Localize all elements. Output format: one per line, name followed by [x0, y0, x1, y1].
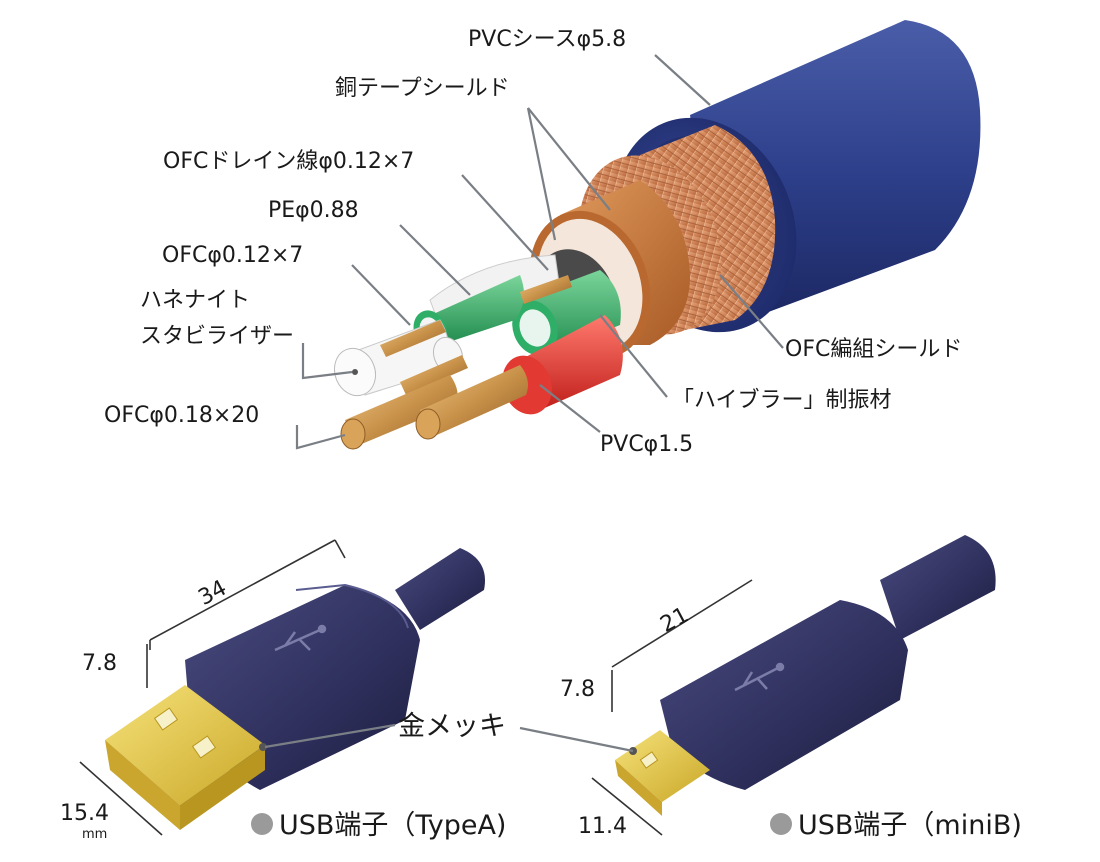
type-a-length: 34	[194, 576, 230, 611]
usb-mini-b-connector	[615, 535, 996, 816]
mini-b-length: 21	[656, 603, 692, 638]
cable-labels: PVCシースφ5.8 銅テープシールド OFCドレイン線φ0.12×7 PEφ0…	[104, 27, 962, 457]
mini-b-gold-plug	[615, 730, 710, 802]
mini-b-caption-text: USB端子（miniB)	[798, 810, 1022, 841]
usb-type-a-connector	[105, 548, 485, 830]
type-a-caption-text: USB端子（TypeA)	[279, 810, 506, 841]
label-ofc-drain: OFCドレイン線φ0.12×7	[163, 149, 414, 174]
label-ofc-power: OFCφ0.18×20	[104, 403, 259, 428]
gold-plating-callout: 金メッキ	[264, 711, 634, 753]
cable-illustration	[333, 20, 981, 450]
type-a-width: 15.4	[60, 801, 109, 826]
bullet-icon	[251, 813, 273, 835]
bullet-icon	[770, 813, 792, 835]
label-copper-tape-shield: 銅テープシールド	[335, 76, 510, 101]
type-a-caption: USB端子（TypeA)	[251, 810, 506, 841]
label-stabilizer-line2: スタビライザー	[140, 324, 294, 349]
label-ofc-braid-shield: OFC編組シールド	[785, 337, 962, 362]
mini-b-caption: USB端子（miniB)	[770, 810, 1022, 841]
label-ofc-signal: OFCφ0.12×7	[162, 243, 303, 268]
type-a-unit: mm	[82, 827, 107, 842]
mini-b-height: 7.8	[560, 677, 595, 702]
cable-leader-lines	[295, 54, 784, 450]
label-stabilizer-line1: ハネナイト	[140, 288, 250, 313]
label-pe: PEφ0.88	[268, 198, 359, 223]
gold-plating-label: 金メッキ	[398, 711, 506, 742]
type-a-height: 7.8	[82, 651, 117, 676]
copper-wires	[340, 275, 572, 450]
label-pvc-sheath: PVCシースφ5.8	[468, 27, 626, 52]
mini-b-width: 11.4	[578, 814, 627, 839]
label-damping-material: 「ハイブラー」制振材	[672, 388, 892, 413]
type-a-gold-plug	[105, 685, 265, 805]
usb-logo-icon	[274, 624, 327, 652]
label-pvc-insulation: PVCφ1.5	[600, 432, 693, 457]
usb-logo-icon	[734, 662, 785, 692]
